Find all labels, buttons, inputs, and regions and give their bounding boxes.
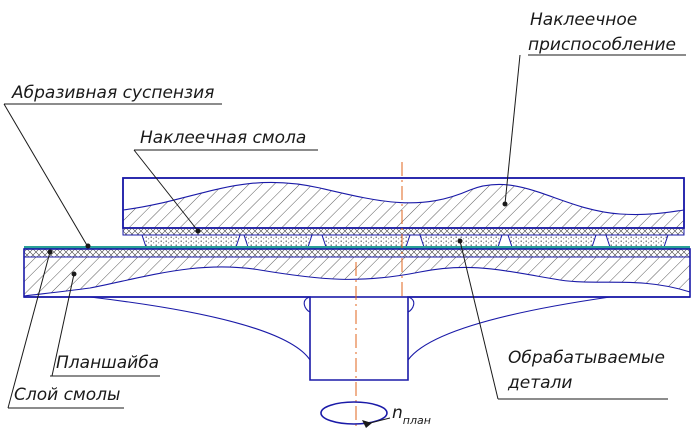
lap-label: Планшайба <box>56 353 159 373</box>
workpieces <box>141 234 669 248</box>
gluing-fixture <box>122 177 685 229</box>
fixture-label-line2: приспособление <box>528 35 676 55</box>
fixture-label-line1: Наклеечное <box>530 10 637 30</box>
parts-label-line1: Обрабатываемые <box>508 348 665 368</box>
lap-plate <box>23 248 691 381</box>
parts-label-line2: детали <box>507 373 572 393</box>
rotation-label: nплан <box>392 403 431 427</box>
resin-layer-label: Слой смолы <box>14 385 120 405</box>
gluing-resin-layer <box>122 227 685 236</box>
abrasive-label: Абразивная суспензия <box>11 83 214 103</box>
resin-label: Наклеечная смола <box>140 128 306 148</box>
rotation-arrow-icon <box>320 401 391 428</box>
